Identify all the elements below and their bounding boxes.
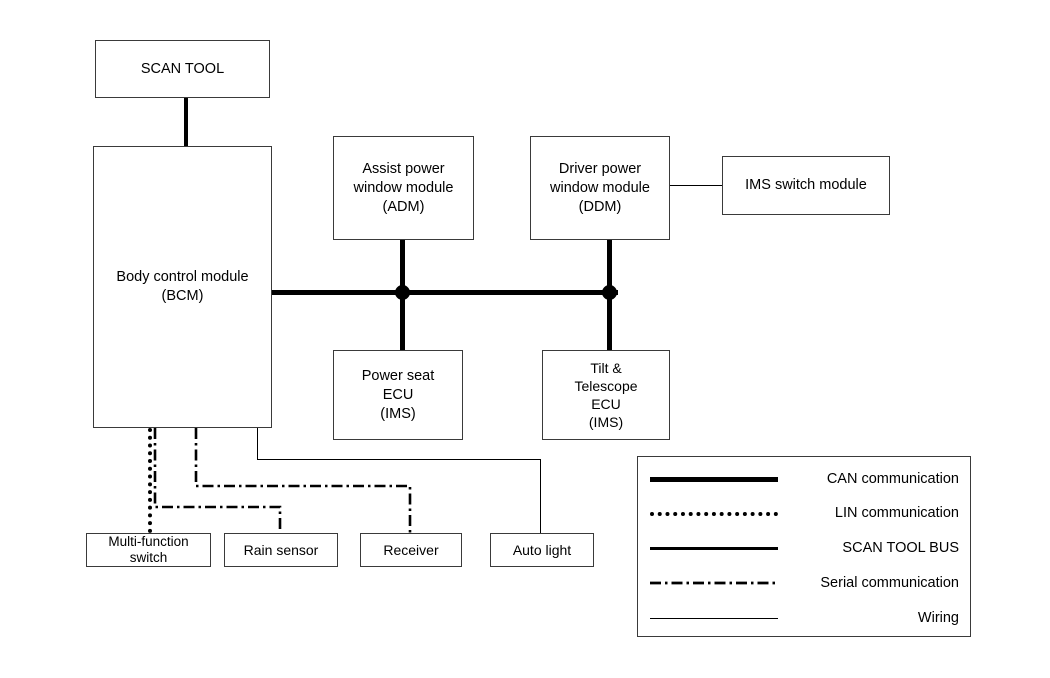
wiring-auto-light-drop-to-box	[540, 459, 541, 533]
adm-label-line2: window module	[353, 179, 454, 196]
legend-row-can: CAN communication	[638, 463, 972, 495]
tilt-telescope-label-line3: ECU	[591, 396, 621, 412]
power-seat-label-line1: Power seat	[361, 367, 435, 384]
legend: CAN communication LIN communication SCAN…	[637, 456, 971, 637]
node-power-seat-ecu[interactable]: Power seat ECU (IMS)	[333, 350, 463, 440]
tilt-telescope-label-line2: Telescope	[574, 378, 638, 394]
power-seat-label-line2: ECU	[382, 386, 414, 403]
node-auto-light[interactable]: Auto light	[490, 533, 594, 567]
can-drop-power-seat	[400, 292, 405, 352]
legend-sample-lin-icon	[650, 505, 778, 521]
node-body-control-module[interactable]: Body control module (BCM)	[93, 146, 272, 428]
can-drop-tilt-telescope	[607, 292, 612, 352]
wiring-ddm-to-ims-switch	[670, 185, 722, 186]
can-drop-ddm	[607, 240, 612, 292]
scan-tool-bus-link	[184, 97, 188, 147]
can-drop-adm	[400, 240, 405, 292]
legend-row-scan-tool-bus: SCAN TOOL BUS	[638, 532, 972, 564]
legend-label-lin: LIN communication	[834, 505, 959, 521]
adm-label-line1: Assist power	[362, 160, 445, 177]
auto-light-label: Auto light	[512, 541, 572, 558]
tilt-telescope-label-line1: Tilt &	[590, 360, 622, 376]
legend-row-serial: Serial communication	[638, 567, 972, 599]
can-junction-ddm	[602, 285, 617, 300]
bcm-label-line2: (BCM)	[161, 288, 204, 304]
node-driver-power-window-module[interactable]: Driver power window module (DDM)	[530, 136, 670, 240]
node-multi-function-switch[interactable]: Multi-function switch	[86, 533, 211, 567]
legend-sample-can-icon	[650, 471, 778, 487]
power-seat-label-line3: (IMS)	[380, 405, 416, 422]
node-tilt-telescope-ecu[interactable]: Tilt & Telescope ECU (IMS)	[542, 350, 670, 440]
tilt-telescope-label-line4: (IMS)	[588, 414, 624, 430]
node-assist-power-window-module[interactable]: Assist power window module (ADM)	[333, 136, 474, 240]
legend-row-lin: LIN communication	[638, 497, 972, 529]
wiring-auto-light-horizontal	[257, 459, 541, 460]
legend-label-serial: Serial communication	[820, 575, 959, 591]
serial-line-rain-sensor	[153, 428, 282, 533]
wiring-auto-light-drop-from-bcm	[257, 428, 258, 460]
legend-sample-scan-tool-bus-icon	[650, 540, 778, 556]
legend-sample-wiring-icon	[650, 610, 778, 626]
ddm-label-line3: (DDM)	[578, 198, 622, 215]
multi-function-switch-label-line2: switch	[129, 550, 168, 565]
legend-label-wiring: Wiring	[917, 610, 959, 626]
node-ims-switch-module[interactable]: IMS switch module	[722, 156, 890, 215]
legend-label-scan-tool-bus: SCAN TOOL BUS	[842, 540, 959, 556]
serial-line-receiver	[194, 428, 412, 533]
bcm-label-line1: Body control module	[116, 269, 249, 285]
can-bus-backbone	[272, 290, 618, 295]
ims-switch-module-label: IMS switch module	[745, 177, 867, 193]
legend-sample-serial-icon	[650, 575, 778, 591]
receiver-label: Receiver	[383, 541, 439, 558]
can-junction-adm	[395, 285, 410, 300]
node-rain-sensor[interactable]: Rain sensor	[224, 533, 338, 567]
node-receiver[interactable]: Receiver	[360, 533, 462, 567]
legend-row-wiring: Wiring	[638, 602, 972, 634]
scan-tool-label: SCAN TOOL	[140, 60, 225, 77]
legend-label-can: CAN communication	[826, 471, 959, 487]
ddm-label-line1: Driver power	[558, 160, 642, 177]
node-scan-tool[interactable]: SCAN TOOL	[95, 40, 270, 98]
multi-function-switch-label-line1: Multi-function	[108, 534, 189, 549]
adm-label-line3: (ADM)	[382, 198, 425, 215]
ddm-label-line2: window module	[550, 179, 650, 196]
lin-line-multi-function-switch	[148, 428, 152, 533]
rain-sensor-label: Rain sensor	[243, 541, 319, 558]
